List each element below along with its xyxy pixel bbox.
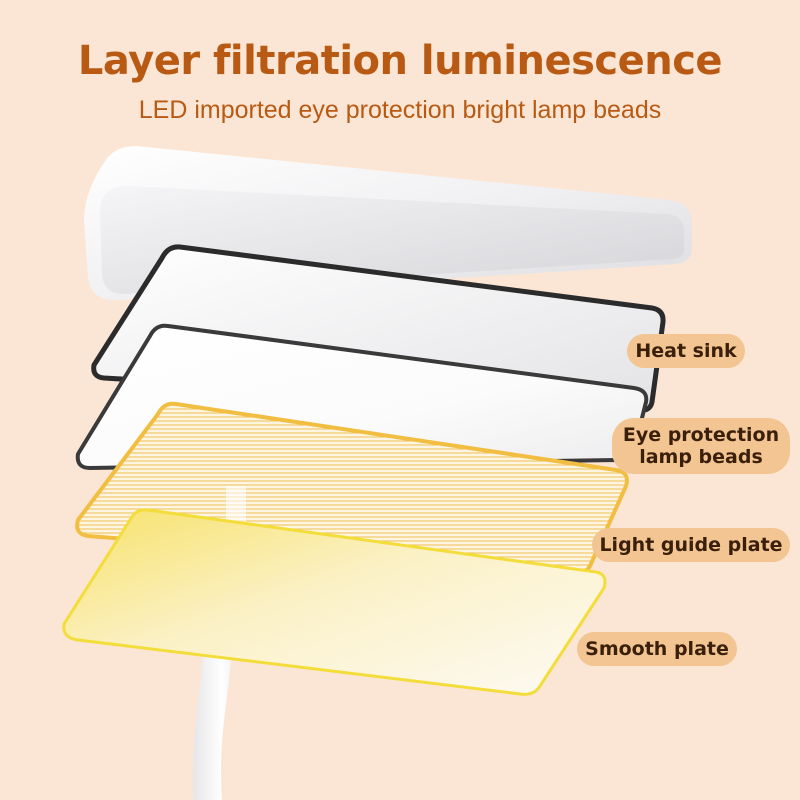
heat-sink-label-text: Heat sink <box>635 340 737 362</box>
eye-protection-label: Eye protection lamp beads <box>612 418 790 474</box>
heat-sink-label: Heat sink <box>627 334 745 368</box>
page-subtitle: LED imported eye protection bright lamp … <box>138 96 662 124</box>
light-guide-label: Light guide plate <box>592 528 790 562</box>
eye-protection-label-line2: lamp beads <box>639 446 763 468</box>
eye-protection-label-line1: Eye protection <box>622 424 780 446</box>
page-title: Layer filtration luminescence <box>77 38 723 84</box>
smooth-plate-label-text: Smooth plate <box>585 638 729 660</box>
light-guide-label-text: Light guide plate <box>599 534 783 556</box>
smooth-plate-layer <box>62 508 607 696</box>
smooth-plate-label: Smooth plate <box>577 632 737 666</box>
arm-joint <box>226 486 246 522</box>
